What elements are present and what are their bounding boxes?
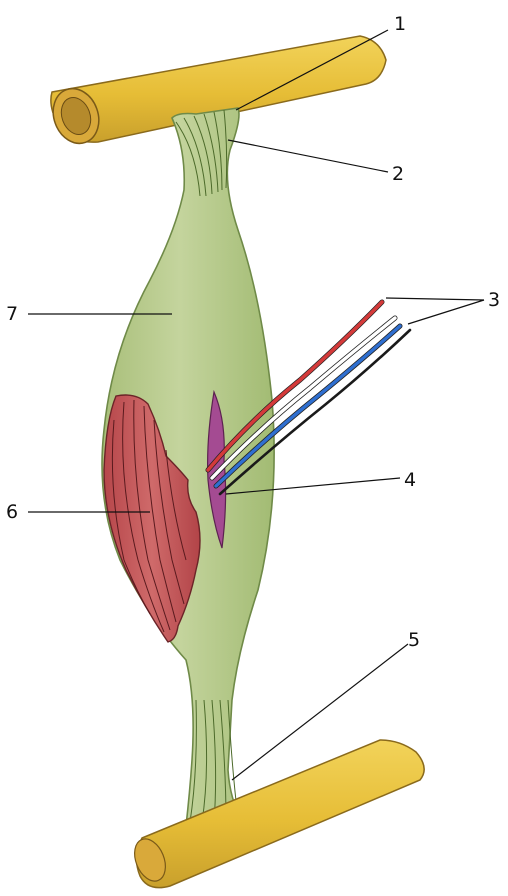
bottom-bone — [129, 740, 424, 888]
leader-2 — [228, 140, 388, 172]
label-2: 2 — [392, 163, 404, 185]
label-1: 1 — [394, 13, 406, 35]
label-5: 5 — [408, 629, 420, 651]
leader-3b — [408, 300, 484, 324]
leader-3a — [386, 298, 484, 300]
label-7: 7 — [6, 303, 18, 325]
label-3: 3 — [488, 289, 500, 311]
label-6: 6 — [6, 501, 18, 523]
label-4: 4 — [404, 469, 416, 491]
